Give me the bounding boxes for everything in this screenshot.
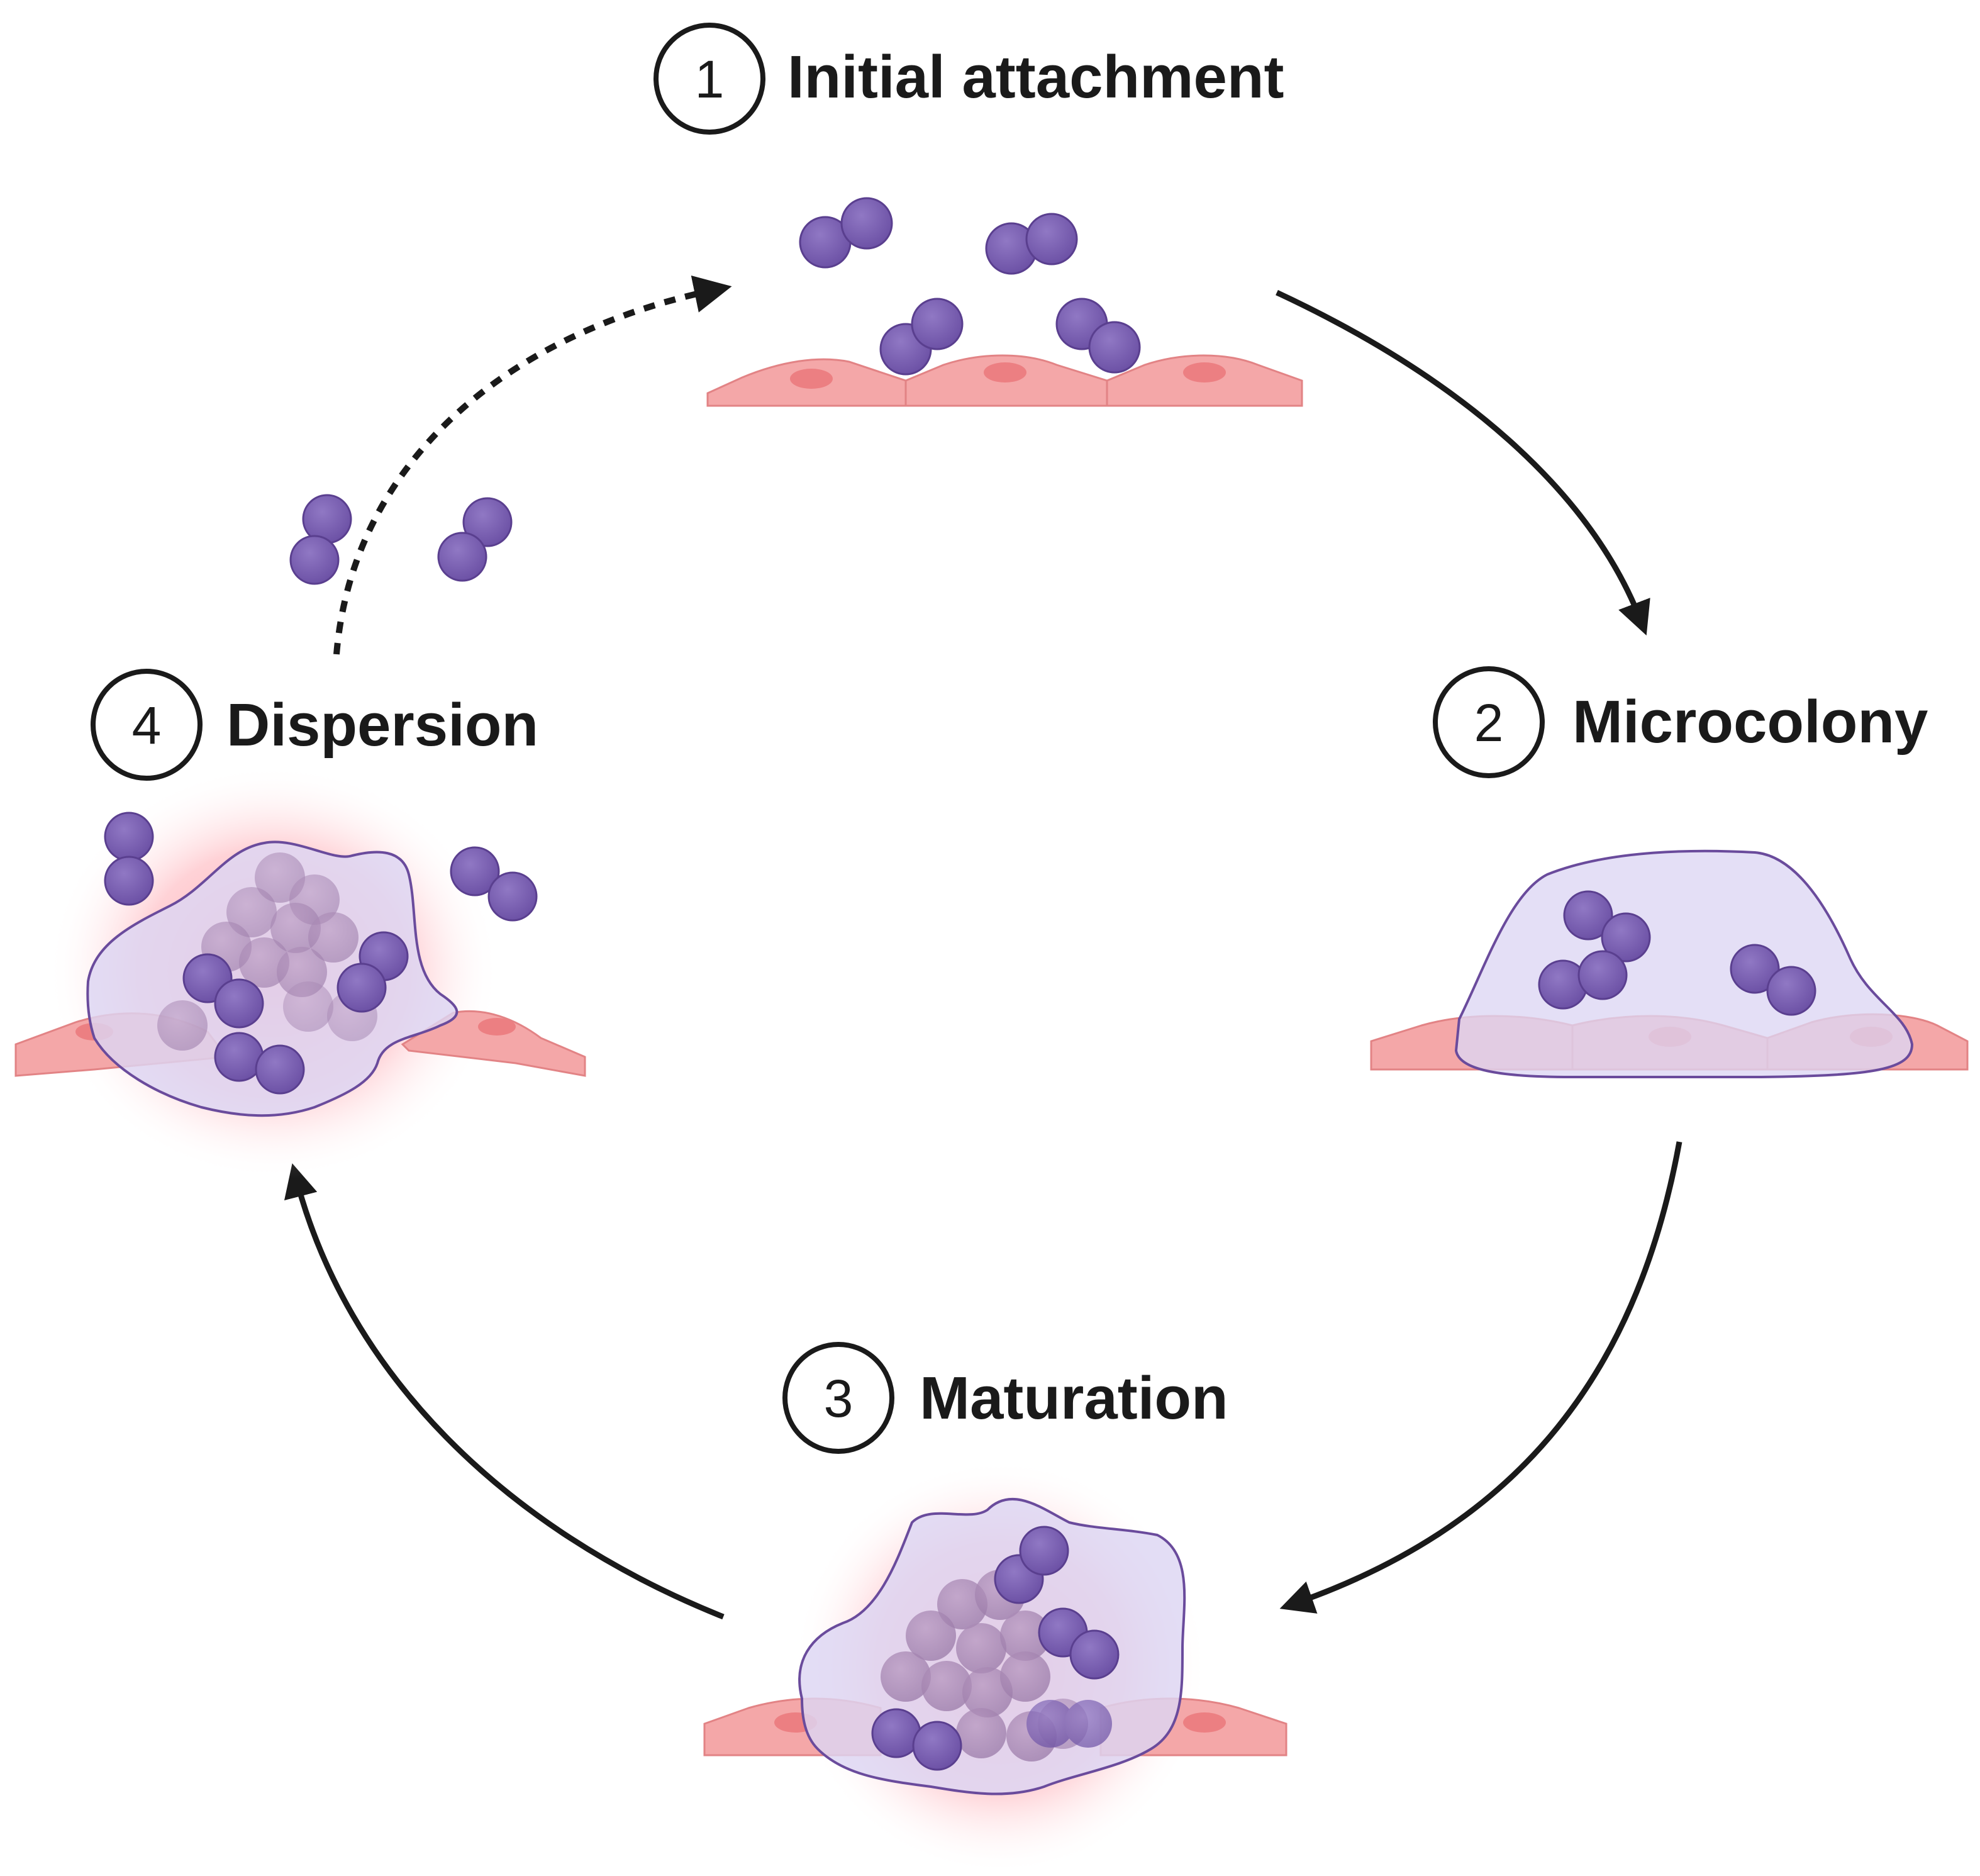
diplococcus (336, 931, 409, 1013)
diplococcus (879, 298, 964, 376)
arrow-3-to-4 (284, 1163, 725, 1620)
stage-2-label: Microcolony (1572, 688, 1928, 756)
stage-3-number-circle (782, 1342, 894, 1454)
dispersed-diplococcus (437, 497, 513, 582)
stage-4-number: 4 (132, 696, 162, 755)
stage-4-number-circle (91, 669, 203, 781)
diplococcus (871, 1708, 962, 1771)
diplococcus (799, 197, 893, 269)
stage-4-illustration (14, 494, 586, 1180)
stage-4-heading: 4 Dispersion (91, 669, 538, 781)
diplococcus (985, 213, 1078, 275)
host-cell-layer (706, 354, 1303, 407)
cell-nucleus (790, 369, 833, 389)
diplococcus (1038, 1607, 1120, 1680)
cell-nucleus (984, 362, 1026, 382)
cell-nucleus (1183, 1712, 1226, 1733)
diplococcus (182, 953, 264, 1029)
stage-1-label: Initial attachment (787, 43, 1284, 111)
stage-1-number-circle (654, 23, 765, 135)
stage-2-illustration (1370, 849, 1969, 1078)
diplococcus (1026, 1700, 1112, 1748)
dispersed-diplococcus (450, 846, 538, 922)
diplococcus (214, 1032, 305, 1095)
arrow-1-to-2 (1276, 289, 1650, 636)
diplococcus (1730, 944, 1816, 1016)
stage-3-number: 3 (824, 1369, 854, 1428)
stage-2-heading: 2 Microcolony (1433, 666, 1928, 778)
biofilm-matrix (1454, 849, 1914, 1078)
diplococcus (1563, 890, 1651, 963)
arrow-4-to-1-dashed (333, 275, 732, 655)
arrow-2-to-3 (1279, 1141, 1682, 1614)
stage-2-number-circle (1433, 666, 1545, 778)
stage-2-number: 2 (1474, 693, 1504, 752)
dispersed-diplococcus (289, 494, 352, 585)
bacterial-cluster (157, 852, 377, 1051)
stage-1-heading: 1 Initial attachment (654, 23, 1284, 135)
cell-nucleus (478, 1018, 516, 1036)
stage-4-label: Dispersion (226, 691, 538, 759)
host-cell (401, 1010, 586, 1077)
cell-nucleus (1183, 362, 1226, 382)
stage-3-heading: 3 Maturation (782, 1342, 1228, 1454)
stage-3-illustration (703, 1460, 1288, 1875)
diplococcus (994, 1526, 1069, 1604)
diplococcus (1055, 298, 1141, 374)
diplococcus (1538, 950, 1628, 1010)
stage-1-illustration (706, 197, 1303, 407)
stage-3-label: Maturation (920, 1365, 1228, 1432)
stage-1-number: 1 (695, 50, 725, 109)
dispersed-diplococcus (104, 812, 154, 906)
